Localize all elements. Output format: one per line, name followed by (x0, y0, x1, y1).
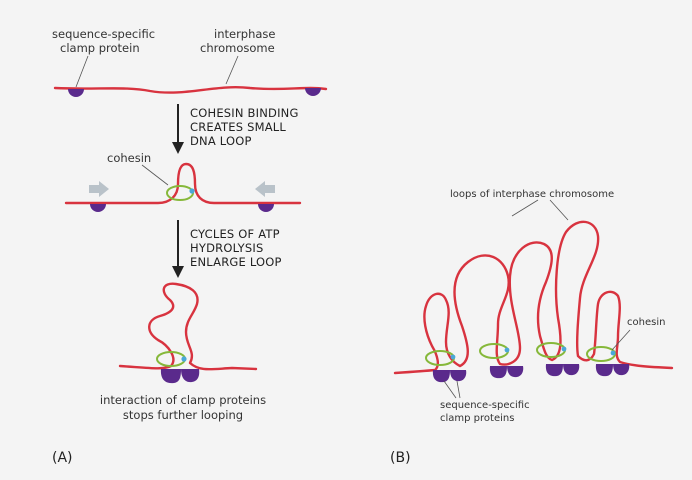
clamp-protein-left-stage1 (68, 89, 84, 97)
step2-text-line3: ENLARGE LOOP (190, 255, 282, 269)
cohesin-leader-b (611, 329, 631, 351)
chromosome-label-line1: interphase (214, 27, 276, 41)
clamp-protein-label-line2: clamp protein (60, 41, 140, 55)
chromosome-panel-b (393, 220, 674, 375)
cohesin-leader-a (141, 164, 169, 186)
cohesin-link-b3 (561, 346, 567, 352)
chromosome-stage1 (53, 86, 328, 94)
clamp-proteins-label-line2: clamp proteins (440, 413, 514, 424)
clamp-protein-b2b (507, 366, 524, 378)
cohesin-link-b2 (504, 347, 510, 353)
loops-label: loops of interphase chromosome (450, 189, 614, 200)
step1-text-line3: DNA LOOP (190, 134, 252, 148)
caption-line2: stops further looping (123, 408, 243, 422)
cohesin-link-stage3 (181, 356, 187, 362)
clamp-protein-b3a (545, 364, 563, 377)
cohesin-link-stage2 (189, 188, 195, 194)
loops-leader-2 (549, 199, 569, 221)
clamp-protein-stage3-right (181, 369, 200, 383)
panel-b: loops of interphase chromosome cohesin s… (390, 189, 674, 466)
cohesin-label-b: cohesin (627, 317, 665, 328)
step2-text-line2: HYDROLYSIS (190, 241, 263, 255)
clamp-leader-b2 (456, 380, 461, 399)
step1-text-line2: CREATES SMALL (190, 120, 286, 134)
clamp-protein-label-line1: sequence-specific (52, 27, 155, 41)
clamp-protein-b1a (432, 370, 450, 383)
chromosome-leader (225, 55, 239, 85)
clamp-protein-b4b (613, 364, 630, 376)
panel-b-label: (B) (390, 450, 411, 466)
panel-a: sequence-specific clamp protein interpha… (52, 27, 328, 466)
clamp-protein-left-stage2 (90, 204, 106, 212)
cohesin-link-b4 (610, 350, 616, 356)
cohesin-label-a: cohesin (107, 151, 151, 165)
panel-a-label: (A) (52, 450, 73, 466)
chromosome-label-line2: chromosome (200, 41, 275, 55)
clamp-leader-b1 (443, 380, 457, 399)
clamp-proteins-label-line1: sequence-specific (440, 400, 530, 411)
step1-text-line1: COHESIN BINDING (190, 106, 299, 120)
clamp-protein-b1b (450, 370, 467, 382)
clamp-protein-stage3-left (160, 369, 181, 384)
clamp-protein-right-stage1 (305, 88, 321, 96)
clamp-protein-b3b (563, 364, 580, 376)
clamp-protein-leader (75, 55, 89, 88)
clamp-protein-b4a (595, 364, 613, 377)
clamp-protein-b2a (489, 366, 507, 379)
clamp-protein-right-stage2 (258, 204, 274, 212)
chromosome-stage2 (64, 162, 302, 205)
step2-text-line1: CYCLES OF ATP (190, 227, 280, 241)
loops-leader-1 (511, 199, 539, 217)
push-arrow-left (89, 181, 109, 197)
caption-line1: interaction of clamp proteins (100, 393, 266, 407)
push-arrow-right (255, 181, 275, 197)
cohesin-link-b1 (450, 354, 456, 360)
